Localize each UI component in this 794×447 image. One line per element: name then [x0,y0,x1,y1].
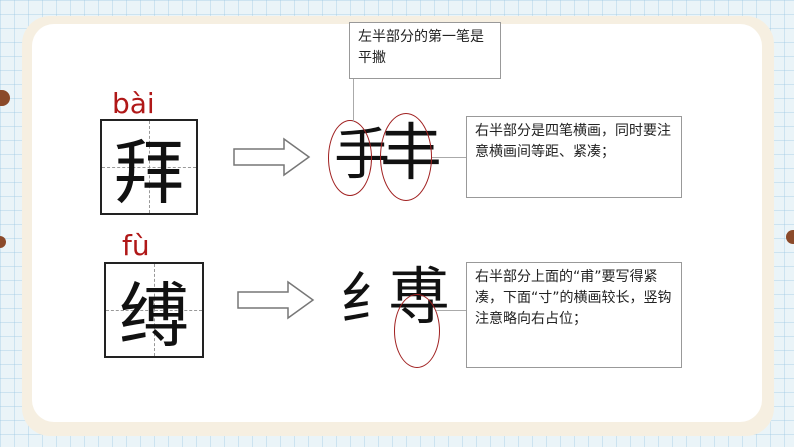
right-arrow-icon [233,137,311,177]
character-fu: 缚 [119,274,189,357]
highlight-ellipse-bai-right [380,113,432,201]
decorative-dot [0,236,6,248]
highlight-ellipse-fu-right [394,294,440,368]
character-fu-left-part: 纟 [340,265,399,333]
character-bai: 拜 [114,131,184,214]
grid-guide-vertical [154,264,155,356]
right-arrow-icon [237,280,315,320]
grid-guide-vertical [149,121,150,213]
pinyin-fu: fù [122,229,150,262]
callout-line [436,310,466,311]
decorative-dot [0,90,10,106]
callout-line [353,78,354,122]
highlight-ellipse-bai-left [328,120,372,196]
pinyin-bai: bài [112,87,155,120]
annotation-bai-left: 左半部分的第一笔是平撇 [349,22,501,79]
tianzige-grid-fu: 缚 [104,262,204,358]
tianzige-grid-bai: 拜 [100,119,198,215]
annotation-bai-right: 右半部分是四笔横画，同时要注意横画间等距、紧凑； [466,116,682,198]
callout-line [432,157,466,158]
annotation-fu-right: 右半部分上面的“甫”要写得紧凑，下面“寸”的横画较长，竖钩注意略向右占位； [466,262,682,368]
decorative-dot [786,230,794,244]
